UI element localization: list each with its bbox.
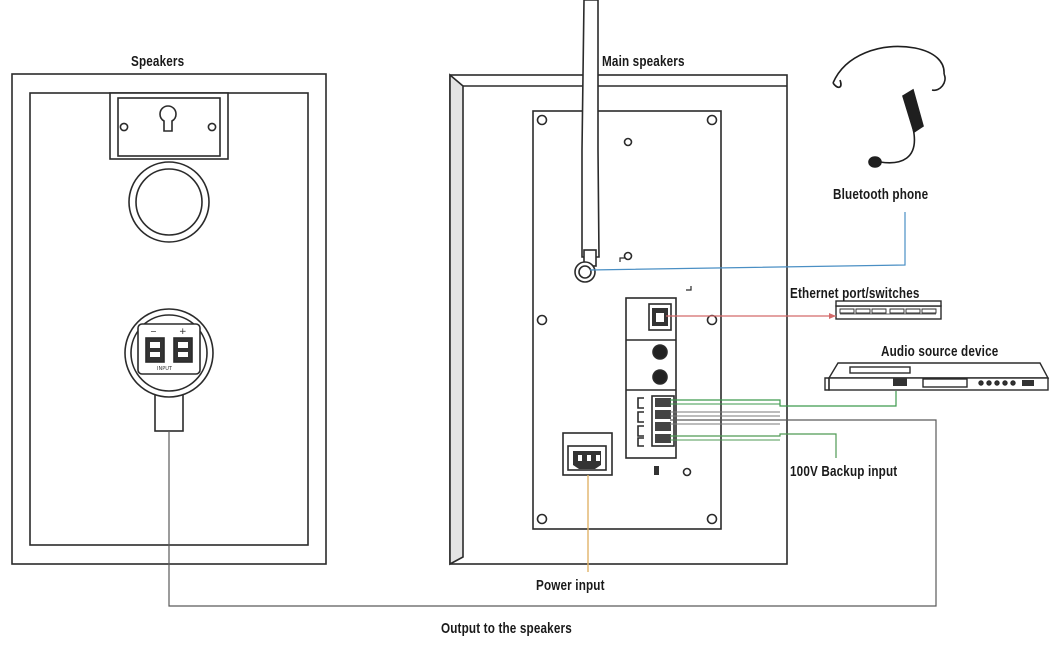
audio-jack-1 [652,344,668,360]
terminal-input-label: INPUT [157,366,172,372]
output-speakers-label: Output to the speakers [441,620,572,637]
power-input-label: Power input [536,577,605,594]
panel-screws [536,114,718,525]
ethernet-label: Ethernet port/switches [790,285,920,302]
svg-text:−: − [150,327,157,336]
bass-port-inner [135,168,203,236]
input-terminal-ring-inner [130,314,208,392]
bluetooth-link-line [589,212,906,271]
passive-speaker: − + [11,73,327,565]
wireless-antenna [574,0,600,283]
backup-input-label: 100V Backup input [790,463,898,480]
audio-source-unit [824,362,1050,391]
terminal-blocks [637,395,675,447]
audio-source-line [670,391,897,407]
main-speaker-side [449,73,464,566]
main-speaker-cabinet [449,74,788,565]
audio-jack-2 [652,369,668,385]
ethernet-switch [835,300,942,320]
backup-input-line [670,433,837,458]
power-switch [654,466,659,475]
speakers-label: Speakers [131,53,185,70]
bluetooth-headset [832,45,946,168]
main-speaker [449,0,788,566]
wall-bracket [109,92,229,160]
terminal-positive [173,337,193,363]
ethernet-arrow [829,313,836,319]
main-speakers-label: Main speakers [602,53,685,70]
bass-port [128,161,210,243]
rear-panel [532,110,722,530]
power-socket [562,432,613,476]
bluetooth-phone-label: Bluetooth phone [833,186,929,203]
audio-source-label: Audio source device [881,343,999,360]
terminal-negative [145,337,165,363]
output-speaker-line [168,419,937,607]
svg-text:+: + [179,327,187,337]
